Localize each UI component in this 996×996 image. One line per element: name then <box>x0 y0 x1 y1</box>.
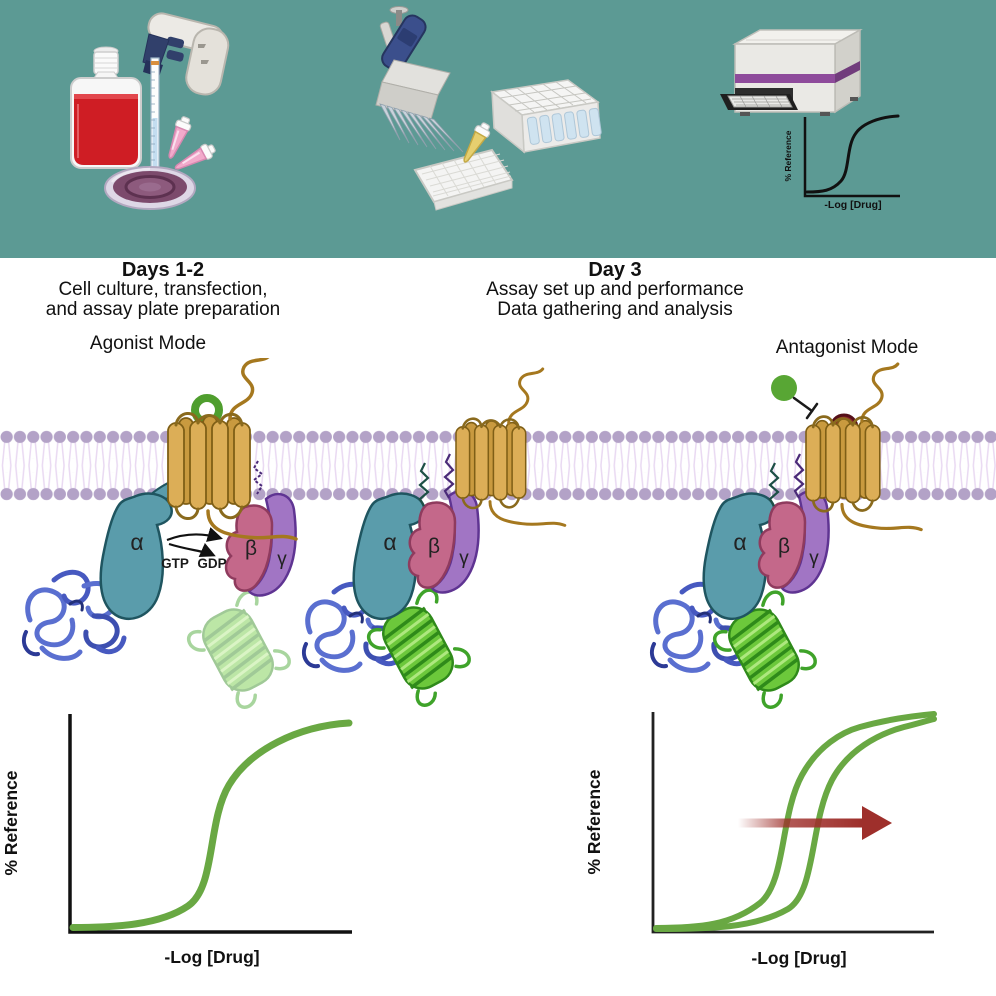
pipette-tips <box>379 103 464 153</box>
step-day3-line2: Data gathering and analysis <box>497 299 733 320</box>
gamma-label: γ <box>809 548 819 569</box>
gdp-label: GDP <box>197 556 226 571</box>
mini-graph-curve <box>805 114 900 194</box>
g-beta-gamma-pair <box>224 492 297 597</box>
mini-graph-y-label: % Reference <box>783 130 793 181</box>
microtube-icon <box>162 113 195 162</box>
alpha-label: α <box>383 529 396 555</box>
blocked-agonist-ball <box>771 375 797 401</box>
step-days12-line2: and assay plate preparation <box>45 299 281 320</box>
plate-reader-icon <box>720 28 863 116</box>
antagonist-mode-label: Antagonist Mode <box>775 337 919 358</box>
agonist-curve <box>69 719 353 931</box>
step-days12-line1: Cell culture, transfection, <box>58 279 268 300</box>
agonist-alone-curve <box>653 711 937 931</box>
reservoir-wells <box>526 107 602 145</box>
shift-arrow-head <box>862 806 892 840</box>
beta-label: β <box>428 535 440 558</box>
media-bottle-icon <box>70 46 142 169</box>
y-axis-label: % Reference <box>584 769 604 874</box>
mini-dose-response-graph: % Reference -Log [Drug] <box>783 114 900 211</box>
gamma-label: γ <box>459 548 469 569</box>
step-days12-title: Days 1-2 <box>121 259 205 281</box>
gamma-lipid-anchor <box>252 460 264 495</box>
beta-label: β <box>778 535 790 558</box>
beta-label: β <box>245 537 257 560</box>
gtp-gdp-arrow-lower <box>168 542 216 558</box>
x-axis-label: -Log [Drug] <box>751 948 846 968</box>
inhibition-tbar <box>805 402 819 420</box>
x-axis-label: -Log [Drug] <box>164 947 259 967</box>
step-day3: Day 3 Assay set up and performance Data … <box>430 260 800 320</box>
plate-reader-illustration: % Reference -Log [Drug] <box>720 28 900 211</box>
inhibition-line <box>792 396 814 413</box>
gamma-lipid-anchor <box>443 453 455 499</box>
step-days12: Days 1-2 Cell culture, transfection, and… <box>8 260 318 320</box>
shifted-curve <box>653 716 937 932</box>
yellow-microtube-icon <box>463 122 491 163</box>
gtp-gdp-arrow-upper <box>166 527 223 542</box>
step-day3-line1: Assay set up and performance <box>486 279 744 300</box>
plate-prep-illustration <box>375 6 602 211</box>
alpha-label: α <box>733 529 746 555</box>
gamma-label: γ <box>277 549 287 570</box>
gamma-lipid-anchor <box>793 453 805 499</box>
mini-graph-axes <box>803 117 900 198</box>
gfp-barrel-faded-icon <box>179 587 302 710</box>
multichannel-pipette-icon <box>375 6 464 153</box>
antagonist-dose-response-graph: % Reference -Log [Drug] <box>584 711 937 968</box>
alpha-lipid-anchor <box>768 462 780 507</box>
shift-arrow-shaft <box>738 818 862 828</box>
step-day3-title: Day 3 <box>588 259 642 281</box>
axes <box>651 712 934 934</box>
axes <box>68 714 352 934</box>
gtp-label: GTP <box>161 556 189 571</box>
y-axis-label: % Reference <box>1 770 21 875</box>
mini-graph-x-label: -Log [Drug] <box>824 199 881 211</box>
membrane-diagram: GTP GDP α β γ α β γ α β γ <box>0 358 996 710</box>
agonist-mode-label: Agonist Mode <box>89 333 207 354</box>
cell-culture-illustration <box>70 12 230 210</box>
alpha-label: α <box>130 529 143 555</box>
agonist-dose-response-graph: % Reference -Log [Drug] <box>1 714 353 967</box>
petri-dish-icon <box>104 166 196 210</box>
reservoir-plate-icon <box>490 79 602 154</box>
alpha-lipid-anchor <box>418 462 430 507</box>
pipette-controller-icon <box>142 12 230 96</box>
